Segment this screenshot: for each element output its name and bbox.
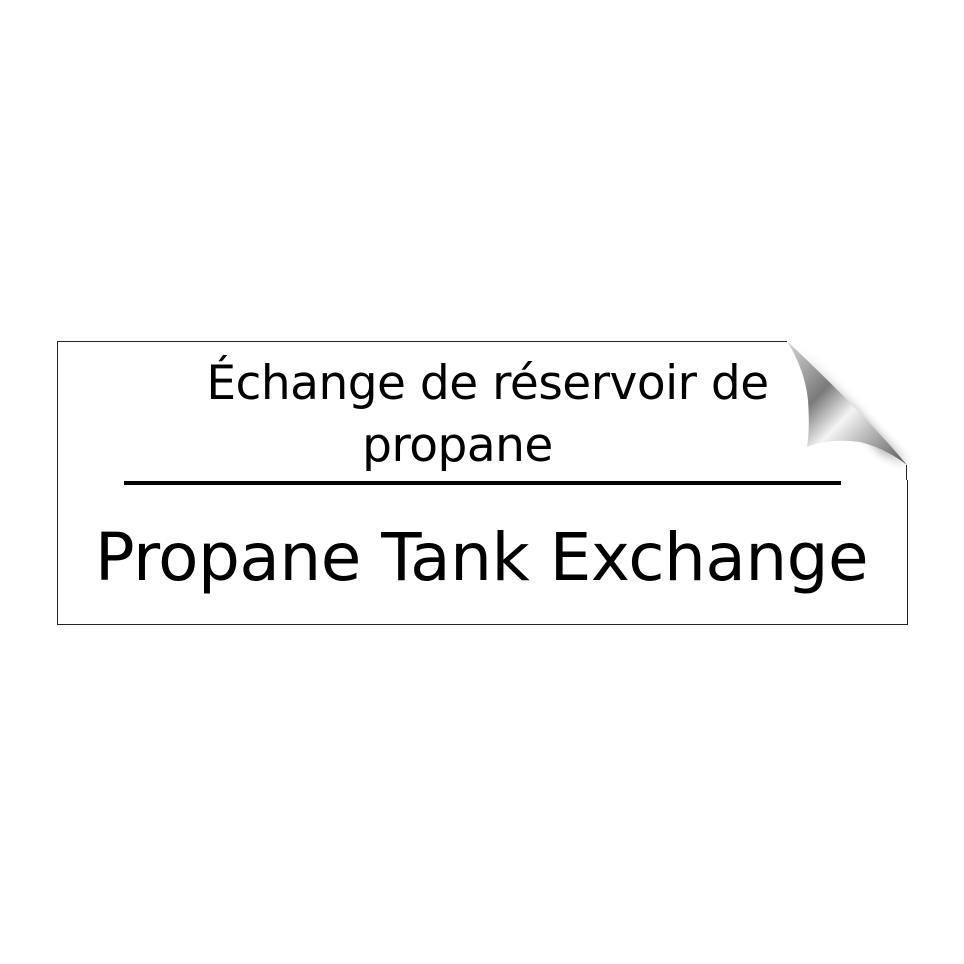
french-text-line-2: propane <box>362 418 553 473</box>
french-text-line-1: Échange de réservoir de <box>206 356 769 411</box>
english-text: Propane Tank Exchange <box>94 519 869 596</box>
peeling-corner-icon <box>770 330 930 480</box>
divider-line <box>124 481 841 485</box>
